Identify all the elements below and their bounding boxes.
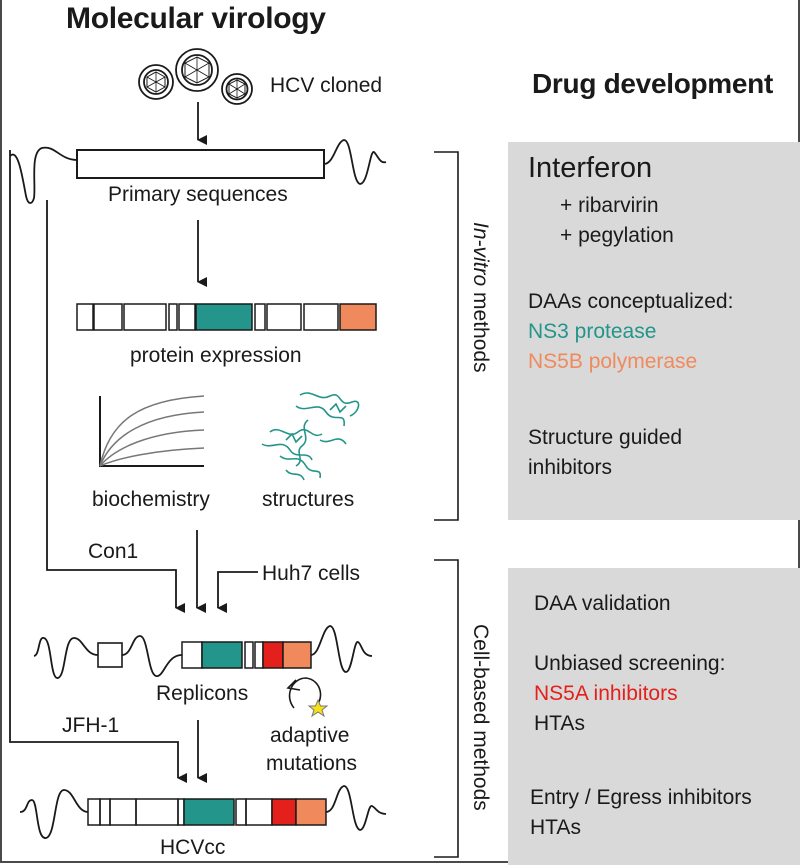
ns5a-box xyxy=(271,798,297,826)
protein-expression-label: protein expression xyxy=(130,344,302,367)
ns5b-box xyxy=(282,641,312,669)
biochemistry-label: biochemistry xyxy=(92,488,210,511)
ns3-box xyxy=(183,798,235,826)
entry-egress-label: Entry / Egress inhibitors xyxy=(530,786,752,809)
pegylation-label: + pegylation xyxy=(560,224,674,247)
structure-guided-label: Structure guided xyxy=(528,426,683,449)
ns5a-box xyxy=(262,641,284,669)
primary-sequence-orf xyxy=(76,149,325,179)
replicons-label: Replicons xyxy=(156,682,249,705)
adaptive-label: adaptive xyxy=(270,724,350,747)
utr-3-squiggle xyxy=(323,139,387,185)
in-vitro-bracket xyxy=(434,151,459,521)
inhibitors-label: inhibitors xyxy=(528,456,613,479)
ns3-box xyxy=(195,303,253,331)
ns5b-box xyxy=(339,303,377,331)
left-title: Molecular virology xyxy=(66,2,326,35)
utr-3-squiggle xyxy=(325,785,387,831)
drug-panel-in-vitro xyxy=(508,142,800,520)
daa-validation-label: DAA validation xyxy=(534,592,671,615)
jfh1-label: JFH-1 xyxy=(62,714,120,737)
ns5a-inhibitors-label: NS5A inhibitors xyxy=(534,682,678,705)
utr-5-squiggle xyxy=(33,637,99,679)
ns5b-polymerase-label: NS5B polymerase xyxy=(528,350,698,373)
utr-3-squiggle xyxy=(310,625,373,673)
right-title: Drug development xyxy=(532,68,774,99)
in-vitro-methods-label: In-vitro methods xyxy=(469,222,492,373)
virus-particle-icon xyxy=(221,73,253,105)
biochemistry-plot xyxy=(99,395,205,467)
con1-label: Con1 xyxy=(88,540,139,563)
unbiased-screening-label: Unbiased screening: xyxy=(534,652,726,675)
protein-structure-icon xyxy=(261,392,360,481)
ns3-protease-label: NS3 protease xyxy=(528,320,657,343)
cell-based-bracket xyxy=(434,559,459,858)
con1-connector xyxy=(46,200,185,613)
virus-label: HCV cloned xyxy=(270,74,383,97)
huh7-label: Huh7 cells xyxy=(262,562,361,585)
virus-particle-icon xyxy=(175,48,219,92)
ns3-box xyxy=(201,641,243,669)
cell-based-methods-label: Cell-based methods xyxy=(469,624,492,811)
adaptive-cycle-arrow xyxy=(288,677,322,709)
ribarvirin-label: + ribarvirin xyxy=(560,194,659,217)
structures-label: structures xyxy=(262,488,355,511)
mutations-label: mutations xyxy=(266,752,358,775)
primary-sequences-label: Primary sequences xyxy=(108,183,288,206)
ns5b-box xyxy=(295,798,327,826)
hcvcc-label: HCVcc xyxy=(160,836,226,859)
interferon-label: Interferon xyxy=(528,152,653,184)
htas-label: HTAs xyxy=(534,712,585,735)
htas-label-2: HTAs xyxy=(530,816,581,839)
drug-panel-cell-based xyxy=(508,568,800,865)
huh7-arrow xyxy=(217,571,258,613)
star-icon xyxy=(307,698,329,718)
daas-label: DAAs conceptualized: xyxy=(528,290,734,313)
utr-5-squiggle xyxy=(9,146,78,204)
virus-particle-icon xyxy=(138,64,174,100)
jfh1-connector xyxy=(9,150,187,783)
utr-5-squiggle xyxy=(19,789,89,839)
